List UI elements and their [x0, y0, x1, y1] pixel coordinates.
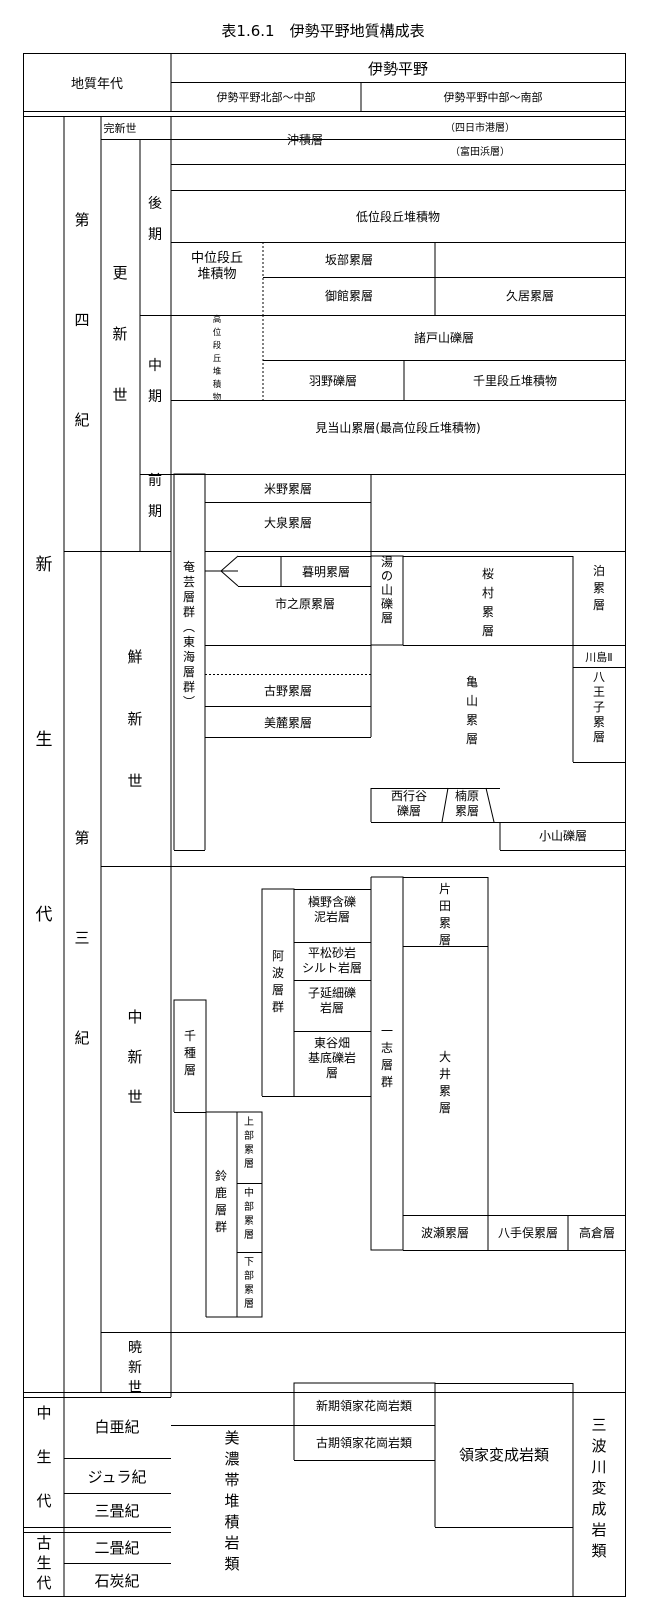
formation-yoneno: 米野累層 — [264, 482, 312, 496]
formation-furuno: 古野累層 — [264, 683, 312, 698]
formation-sakabe: 坂部累層 — [325, 252, 373, 267]
formation-tomidahama: （富田浜層） — [450, 145, 510, 158]
formation-suzuka-group: 鈴鹿層群 — [215, 1168, 227, 1234]
label-paleozoic: 古生代 — [36, 1534, 51, 1592]
header-region: 伊勢平野 — [368, 60, 428, 78]
formation-chigusa: 千種層 — [184, 1029, 196, 1077]
formation-high-terrace: 高位段丘堆積物 — [213, 314, 222, 403]
formation-ichinohara: 市之原累層 — [275, 596, 335, 611]
formation-kawashima: 川島Ⅱ — [585, 650, 612, 664]
formation-kameyama: 亀山累層 — [466, 675, 478, 746]
label-mesozoic: 中生代 — [36, 1404, 51, 1510]
formation-old-ryoke-granite: 古期領家花崗岩類 — [316, 1435, 412, 1450]
header-sub-north: 伊勢平野北部～中部 — [217, 90, 316, 104]
label-cenozoic: 新生代 — [36, 555, 53, 925]
formation-koyama: 小山礫層 — [539, 828, 587, 843]
label-cretaceous: 白亜紀 — [94, 1418, 139, 1436]
label-miocene: 中新世 — [127, 1008, 142, 1106]
formation-morodoyama: 諸戸山礫層 — [414, 330, 474, 345]
formation-konobe: 子延細礫岩層 — [308, 985, 356, 1015]
formation-haze: 波瀬累層 — [421, 1226, 469, 1240]
formation-ogi-group: 奄芸層群︵東海層群︶ — [183, 560, 195, 709]
formation-biroku: 美麓累層 — [264, 716, 312, 730]
formation-kusuhara: 楠原累層 — [455, 788, 479, 818]
label-early: 前期 — [148, 472, 162, 520]
label-triassic: 三畳紀 — [94, 1502, 139, 1520]
formation-katada: 片田累層 — [439, 882, 451, 947]
label-tertiary: 第三紀 — [74, 829, 89, 1047]
formation-suzuka-lower: 下部累層 — [244, 1257, 254, 1310]
formation-ryoke-metamorphic: 領家変成岩類 — [459, 1446, 549, 1464]
formation-saigyodani: 西行谷礫層 — [391, 789, 427, 818]
label-oligocene: 暁新世 — [128, 1340, 142, 1396]
formation-mitoyama: 見当山累層(最高位段丘堆積物) — [315, 420, 480, 435]
formation-oi: 大井累層 — [439, 1050, 451, 1115]
header-sub-south: 伊勢平野中部～南部 — [444, 90, 543, 104]
formation-mid-terrace: 中位段丘堆積物 — [191, 251, 243, 282]
formation-low-terrace: 低位段丘堆積物 — [356, 209, 440, 224]
formation-sanbagawa: 三波川変成岩類 — [591, 1416, 606, 1560]
formation-takakura: 高倉層 — [579, 1225, 615, 1240]
formation-hachioji: 八王子累層 — [593, 670, 605, 744]
formation-oizumi: 大泉累層 — [264, 516, 312, 530]
label-carboniferous: 石炭紀 — [94, 1572, 139, 1590]
label-middle: 中期 — [148, 358, 162, 405]
formation-makino: 槇野含礫泥岩層 — [308, 894, 356, 924]
header-era-column: 地質年代 — [71, 77, 123, 92]
label-jurassic: ジュラ紀 — [88, 1468, 147, 1486]
formation-hiramatsu: 平松砂岩シルト岩層 — [302, 945, 362, 975]
formation-tomari: 泊累層 — [593, 564, 605, 612]
formation-new-ryoke-granite: 新期領家花崗岩類 — [316, 1398, 412, 1413]
formation-kuisu: 久居累層 — [506, 289, 554, 303]
formation-sakuramura: 桜村累層 — [482, 567, 494, 638]
formation-yunoyama: 湯の山礫層 — [381, 555, 393, 625]
label-holocene: 完新世 — [104, 121, 137, 135]
label-pliocene: 鮮新世 — [127, 648, 142, 790]
formation-ichishi-group: 一志層群 — [381, 1024, 393, 1089]
formation-awa-group: 阿波層群 — [272, 949, 284, 1014]
formation-hano: 羽野礫層 — [309, 373, 357, 388]
label-late: 後期 — [148, 196, 162, 243]
table-title: 表1.6.1 伊勢平野地質構成表 — [221, 22, 424, 40]
label-quaternary: 第四紀 — [74, 211, 89, 429]
formation-mitachi: 御館累層 — [325, 288, 373, 303]
formation-higashitanibata: 東谷畑基底礫岩層 — [308, 1036, 356, 1080]
formation-kuremyo: 暮明累層 — [302, 565, 350, 579]
formation-suzuka-middle: 中部累層 — [244, 1186, 254, 1241]
formation-yokkaichi-port: （四日市港層） — [445, 121, 515, 134]
formation-chisato-terrace: 千里段丘堆積物 — [473, 373, 557, 388]
label-permian: 二畳紀 — [94, 1539, 139, 1557]
formation-mino-belt: 美濃帯堆積岩類 — [224, 1429, 239, 1573]
formation-alluvium: 沖積層 — [287, 132, 323, 147]
formation-suzuka-upper: 上部累層 — [244, 1116, 254, 1170]
table-grid — [23, 53, 626, 1597]
formation-hattegamata: 八手俣累層 — [498, 1226, 558, 1240]
label-pleistocene: 更新世 — [112, 264, 127, 404]
